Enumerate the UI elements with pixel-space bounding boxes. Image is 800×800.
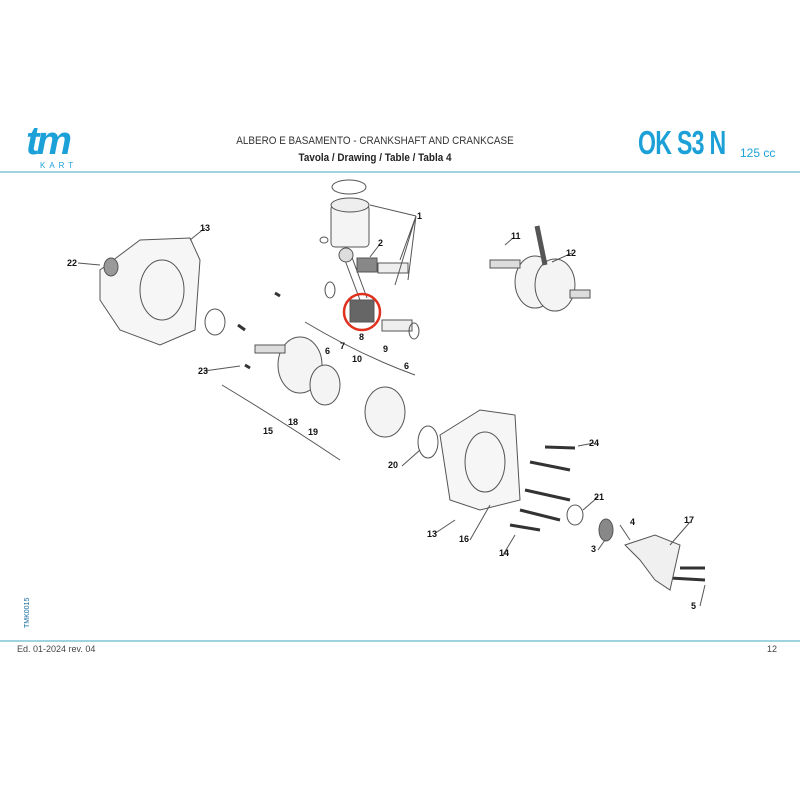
page-number: 12 xyxy=(767,644,778,654)
drawing-number: Tavola / Drawing / Table / Tabla 4 xyxy=(298,152,452,164)
footer-divider xyxy=(0,640,800,642)
document-code: TMK0015 xyxy=(24,597,31,628)
callout-2: 2 xyxy=(378,238,384,248)
callout-14: 14 xyxy=(499,548,510,558)
callout-8: 8 xyxy=(359,332,365,342)
callout-20: 20 xyxy=(388,460,399,470)
page-title: ALBERO E BASAMENTO - CRANKSHAFT AND CRAN… xyxy=(236,135,514,147)
callout-16: 16 xyxy=(459,534,470,544)
highlight-circle xyxy=(342,292,382,332)
logo-subtext: KART xyxy=(40,161,78,170)
header-divider xyxy=(0,171,800,173)
callout-10: 10 xyxy=(352,354,363,364)
callout-4: 4 xyxy=(630,517,636,527)
callout-18: 18 xyxy=(288,417,299,427)
callout-1: 1 xyxy=(417,211,423,221)
callout-6: 6 xyxy=(325,346,331,356)
callout-5: 5 xyxy=(691,601,697,611)
model-name: OK S3 N xyxy=(638,124,726,161)
callout-19: 19 xyxy=(308,427,319,437)
callout-7: 7 xyxy=(340,341,346,351)
callout-22: 22 xyxy=(67,258,78,268)
tm-kart-logo: tm KART xyxy=(26,121,92,172)
callout-15: 15 xyxy=(263,426,274,436)
displacement: 125 cc xyxy=(740,146,776,160)
callout-13: 13 xyxy=(200,223,211,233)
callout-11: 11 xyxy=(511,231,521,241)
callout-21: 21 xyxy=(594,492,605,502)
callout-23: 23 xyxy=(198,366,209,376)
callout-13b: 13 xyxy=(427,529,438,539)
callout-24: 24 xyxy=(589,438,600,448)
edition-label: Ed. 01-2024 rev. 04 xyxy=(17,644,96,654)
callout-3: 3 xyxy=(591,544,597,554)
callout-12: 12 xyxy=(566,248,577,258)
callout-17: 17 xyxy=(684,515,695,525)
callout-9: 9 xyxy=(383,344,389,354)
callout-6b: 6 xyxy=(404,361,410,371)
logo-text: tm xyxy=(26,119,72,163)
